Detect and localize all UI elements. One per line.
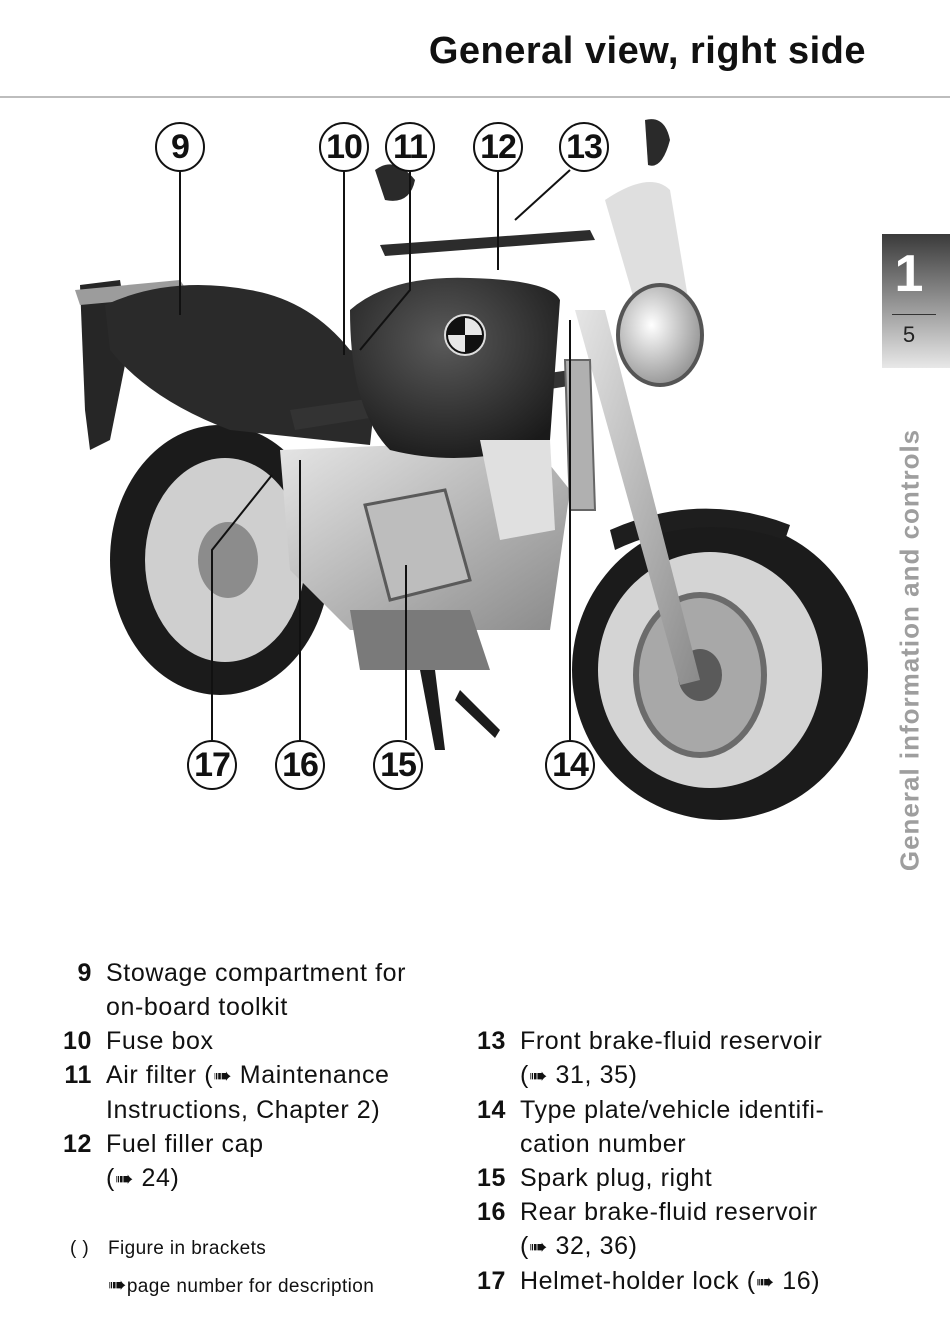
page-ref: 31, 35)	[547, 1061, 638, 1089]
legend-number: 10	[62, 1027, 92, 1055]
legend-right: 13 Front brake-fluid reservoir (➠ 31, 35…	[470, 1024, 890, 1299]
page-ref-arrow-icon: ➠	[528, 1234, 548, 1259]
legend-number: 15	[476, 1164, 506, 1192]
callout-12: 12	[473, 122, 523, 172]
legend-text: Fuel filler cap	[106, 1130, 264, 1158]
page-title: General view, right side	[428, 30, 866, 72]
legend-item-15: 15 Spark plug, right	[470, 1161, 890, 1195]
leader-13	[514, 169, 571, 221]
front-fork	[575, 310, 700, 685]
fuel-tank	[350, 277, 560, 458]
page-number: 5	[902, 322, 916, 347]
front-wheel	[572, 520, 868, 820]
seat	[105, 285, 380, 445]
legend-text: Instructions, Chapter 2)	[106, 1096, 381, 1124]
legend-item-10: 10 Fuse box	[56, 1024, 456, 1058]
legend-item-14: 14 Type plate/vehicle identifi- cation n…	[470, 1093, 890, 1161]
legend-item-12: 12 Fuel filler cap (➠ 24)	[56, 1127, 456, 1196]
page-ref-arrow-icon: ➠	[213, 1063, 233, 1088]
motorcycle-illustration	[75, 119, 868, 820]
callout-15: 15	[373, 740, 423, 790]
radiator-cover	[480, 440, 555, 540]
legend-number: 12	[62, 1130, 92, 1158]
leader-11	[359, 170, 411, 351]
legend-left: 9 Stowage compartment for on-board toolk…	[56, 956, 456, 1196]
callout-17: 17	[187, 740, 237, 790]
legend-item-11: 11 Air filter (➠ Maintenance Instruction…	[56, 1058, 456, 1127]
page-ref: 16)	[774, 1267, 821, 1295]
callout-16: 16	[275, 740, 325, 790]
headlamp	[616, 283, 704, 387]
legend-item-13: 13 Front brake-fluid reservoir (➠ 31, 35…	[470, 1024, 890, 1093]
page-ref-arrow-icon: ➠	[114, 1166, 134, 1191]
chapter-number: 1	[894, 245, 924, 303]
legend-number: 16	[476, 1198, 506, 1226]
legend-text: cation number	[520, 1130, 687, 1158]
legend-text: Type plate/vehicle identifi-	[520, 1096, 825, 1124]
legend-text: Stowage compartment for	[106, 959, 407, 987]
legend-number: 13	[476, 1027, 506, 1055]
page-ref-arrow-icon: ➠	[528, 1063, 548, 1088]
leader-lines	[179, 169, 571, 740]
legend-text: Front brake-fluid reservoir	[520, 1027, 823, 1055]
right-mirror	[645, 119, 670, 166]
note-brackets: ( ) Figure in brackets	[70, 1238, 266, 1260]
motorcycle-figure: 9 10 11 12 13 14 15 16 17	[50, 110, 870, 830]
note-text: page number for description	[126, 1276, 375, 1297]
gearbox	[350, 610, 490, 670]
center-stand	[420, 670, 500, 750]
legend-item-9: 9 Stowage compartment for on-board toolk…	[56, 956, 456, 1024]
callout-10: 10	[319, 122, 369, 172]
page-ref: 24)	[133, 1164, 180, 1192]
legend-text: Air filter (	[106, 1061, 214, 1089]
front-spring	[563, 359, 597, 511]
legend-number: 9	[77, 959, 92, 987]
legend-number: 11	[64, 1061, 92, 1089]
note-text: Figure in brackets	[108, 1238, 267, 1259]
header-divider	[0, 96, 950, 98]
legend-text: on-board toolkit	[106, 993, 288, 1021]
brackets-symbol: ( )	[70, 1238, 90, 1259]
legend-number: 17	[476, 1267, 506, 1295]
luggage-rack	[75, 280, 190, 305]
callout-13: 13	[559, 122, 609, 172]
callout-11: 11	[385, 122, 435, 172]
legend-text: Fuse box	[106, 1027, 214, 1055]
legend-text: Helmet-holder lock (	[520, 1267, 756, 1295]
left-mirror	[375, 164, 415, 201]
chapter-tab-divider	[892, 314, 936, 315]
bmw-logo	[444, 314, 486, 356]
legend-text: Rear brake-fluid reservoir	[520, 1198, 818, 1226]
legend-item-17: 17 Helmet-holder lock (➠ 16)	[470, 1264, 890, 1299]
legend-number: 14	[476, 1096, 506, 1124]
note-page-ref: ➠page number for description	[108, 1272, 374, 1298]
side-chapter-title: General information and controls	[894, 428, 925, 872]
legend-item-16: 16 Rear brake-fluid reservoir (➠ 32, 36)	[470, 1195, 890, 1264]
callout-9: 9	[155, 122, 205, 172]
page-ref: 32, 36)	[547, 1232, 638, 1260]
chapter-tab: 1 5	[882, 234, 950, 368]
legend-text: Spark plug, right	[520, 1164, 713, 1192]
page-ref-arrow-icon: ➠	[108, 1272, 127, 1297]
page-ref-arrow-icon: ➠	[755, 1269, 775, 1294]
cylinder-head	[363, 488, 472, 602]
handlebar	[380, 230, 595, 256]
leader-17	[211, 474, 273, 740]
legend-text: Maintenance	[232, 1061, 390, 1089]
callout-14: 14	[545, 740, 595, 790]
